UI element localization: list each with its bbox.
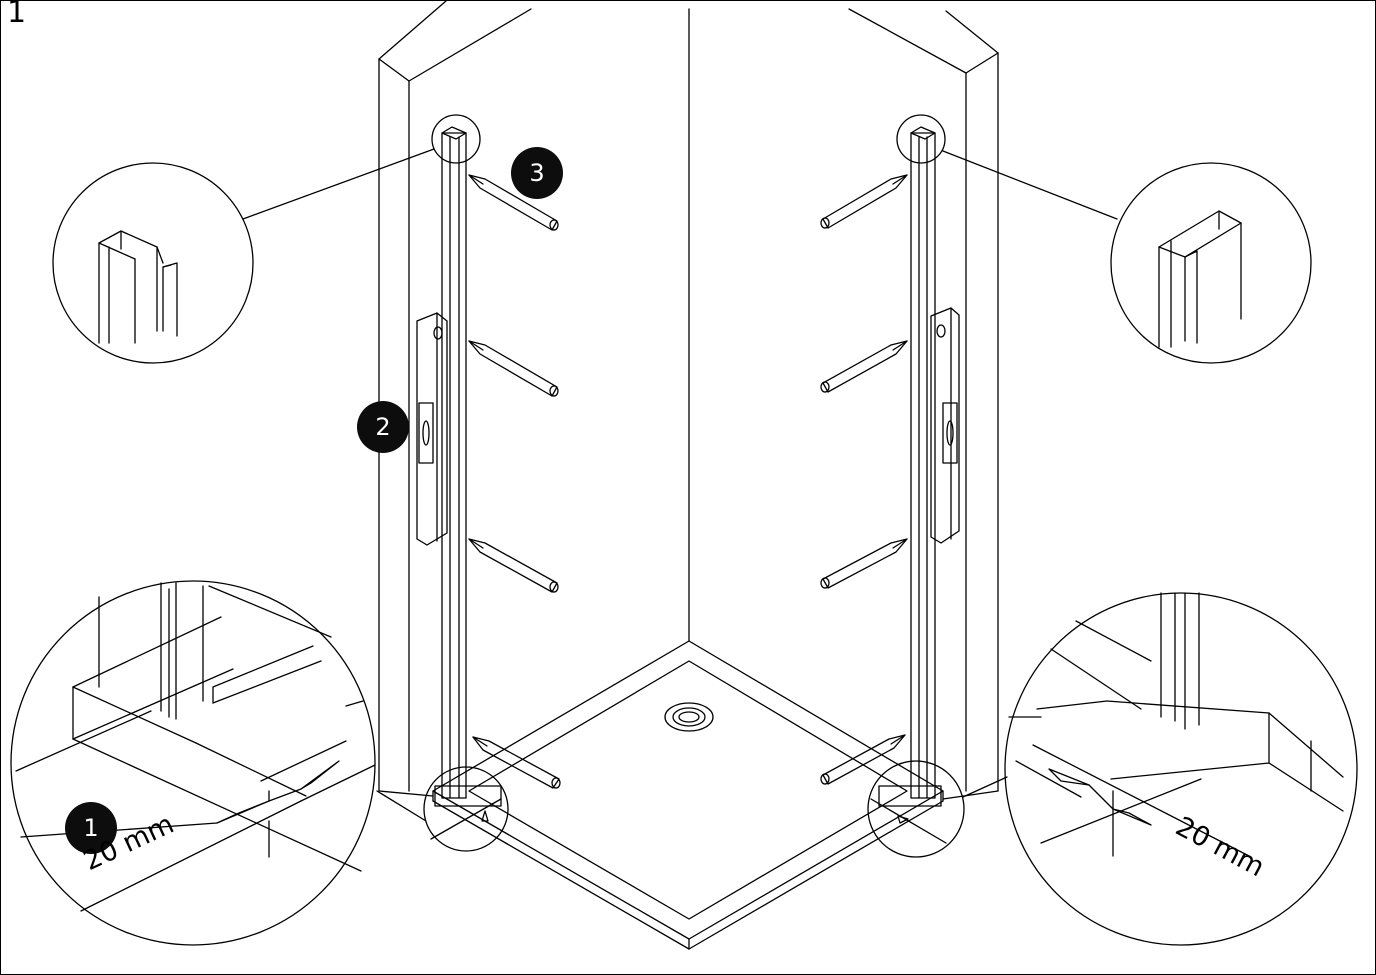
right-wall-profile (878, 126, 942, 807)
pencil-marker (820, 174, 908, 229)
pencil-marker (468, 174, 559, 231)
callout-badge-3: 3 (511, 147, 563, 199)
pencil-marker (468, 340, 559, 397)
left-wall-profile (434, 126, 502, 807)
pencil-marker (468, 538, 559, 593)
right-spirit-level (930, 307, 960, 544)
shower-tray (432, 640, 944, 950)
callout-badge-2: 2 (357, 401, 409, 453)
right-pencils (820, 174, 908, 785)
step-number: 1 (7, 0, 27, 30)
detail-base-bottom-left (10, 580, 376, 946)
pencil-marker (820, 734, 906, 785)
pencil-marker (820, 340, 908, 393)
left-spirit-level (416, 312, 448, 546)
detail-base-bottom-right (1004, 592, 1358, 946)
shower-walls (378, 1, 999, 800)
pencil-marker (472, 736, 561, 789)
detail-profile-top-right (1110, 162, 1312, 364)
left-pencils (468, 174, 561, 789)
pencil-marker (820, 538, 908, 589)
detail-markers (242, 114, 1118, 858)
detail-profile-top-left (52, 162, 254, 364)
callout-badge-1: 1 (65, 802, 117, 854)
